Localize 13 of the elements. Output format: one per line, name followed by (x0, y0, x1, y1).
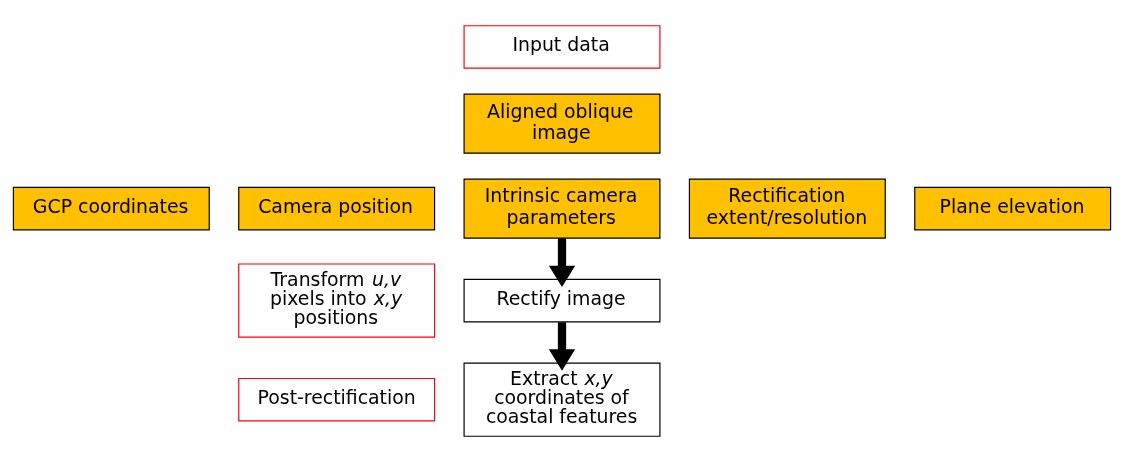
node-box: Intrinsic camera parameters (463, 178, 661, 239)
arrow (548, 238, 576, 288)
node-box: Post-rectification (238, 377, 436, 422)
node-box: Rectify image (463, 278, 661, 323)
node-box: Input data (463, 25, 661, 69)
node-box: GCP coordinates (12, 186, 210, 231)
node-box: Rectification extent/resolution (688, 178, 886, 239)
node-box: Extract x,y coordinates of coastal features (463, 362, 661, 437)
node-box: Camera position (238, 186, 436, 231)
node-box: Aligned oblique image (463, 93, 661, 154)
arrow (548, 322, 576, 371)
node-box: Transform u,v pixels into x,y positions (238, 263, 436, 338)
node-box: Plane elevation (914, 186, 1112, 231)
